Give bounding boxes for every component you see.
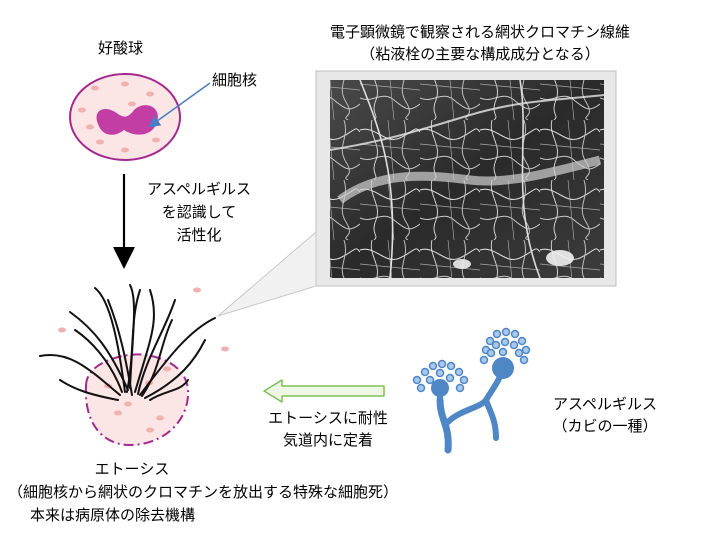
etosis-label: エトーシス [2, 459, 262, 480]
etosis-cell [40, 285, 229, 445]
eosinophil-label: 好酸球 [98, 38, 143, 59]
nucleus-label: 細胞核 [212, 70, 257, 91]
activation-line-3: 活性化 [134, 225, 264, 246]
resistance-line-1: エトーシスに耐性 [268, 408, 388, 429]
aspergillus-fungus [414, 329, 530, 451]
etosis-description: （細胞核から網状のクロマチンを放出する特殊な細胞死） [8, 482, 398, 503]
activation-line-1: アスペルギルス [134, 179, 264, 200]
micrograph-caption: 電子顕微鏡で観察される網状クロマチン線維 [300, 22, 660, 43]
aspergillus-label: アスペルギルス [530, 394, 680, 415]
left-arrow-icon [264, 380, 384, 402]
aspergillus-desc: （カビの一種） [530, 416, 680, 437]
etosis-note: 本来は病原体の除去機構 [30, 505, 195, 526]
activation-line-2: を認識して [134, 202, 264, 223]
micrograph-subcaption: （粘液栓の主要な構成成分となる） [300, 44, 660, 65]
resistance-line-2: 気道内に定着 [268, 430, 388, 451]
electron-micrograph [316, 71, 616, 286]
